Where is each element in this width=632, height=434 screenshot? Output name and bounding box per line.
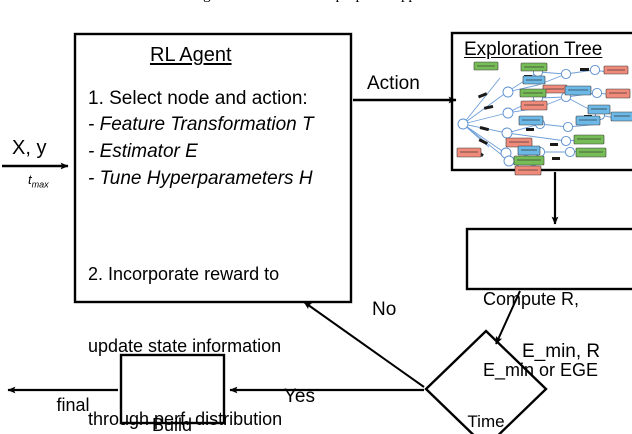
clipped-caption-text: Figure: overview of the proposed approac… (100, 0, 540, 4)
edge-label-action: Action (367, 73, 420, 94)
time-over-label: Time Over? (455, 372, 517, 434)
rl-agent-step2-line-1: 2. Incorporate reward to (88, 263, 280, 284)
arrow-compute-to-decision (495, 290, 521, 345)
rl-agent-step2-line-3: through perf. distribution (88, 409, 283, 430)
rl-agent-step2-line-2: update state information (88, 336, 282, 357)
rl-agent-step1-heading: 1. Select node and action: (88, 88, 308, 109)
compute-box-line-1: Compute R, (483, 288, 580, 309)
rl-agent-box (73, 32, 353, 304)
rl-agent-action-estimator: - Estimator E (88, 141, 198, 162)
arrow-no-feedback (303, 301, 425, 388)
build-ensemble-label: Build Ensemble (124, 366, 220, 434)
exploration-tree-title: Exploration Tree (464, 39, 603, 60)
build-ensemble-box (119, 353, 226, 425)
input-label-x-y: X, y (12, 137, 47, 159)
compute-box-line-2: E_min or EGE (483, 359, 599, 380)
time-over-line-1: Time (467, 412, 505, 432)
rl-agent-title: RL Agent (150, 44, 232, 66)
rl-agent-step2-text: 2. Incorporate reward to update state in… (88, 213, 282, 434)
input-label-tmax: tmax (28, 172, 49, 190)
compute-box-label: Compute R, E_min or EGE (483, 240, 598, 430)
time-over-diamond (424, 329, 548, 434)
rl-agent-action-feature-transformation: - Feature Transformation T (88, 114, 314, 135)
edge-label-emin-r: E_min, R (522, 341, 601, 362)
rl-agent-action-tune-hyperparameters: - Tune Hyperparameters H (88, 168, 313, 189)
output-label-final-model: final model (38, 347, 108, 434)
build-ensemble-line-1: Build (151, 414, 193, 434)
edge-label-no: No (372, 299, 397, 320)
final-model-line-1: final (56, 394, 90, 415)
compute-box (465, 227, 632, 291)
edge-label-yes: Yes (284, 386, 315, 407)
tmax-base: t (28, 172, 32, 187)
exploration-tree-graphic (456, 61, 632, 176)
tmax-subscript: max (31, 179, 49, 190)
